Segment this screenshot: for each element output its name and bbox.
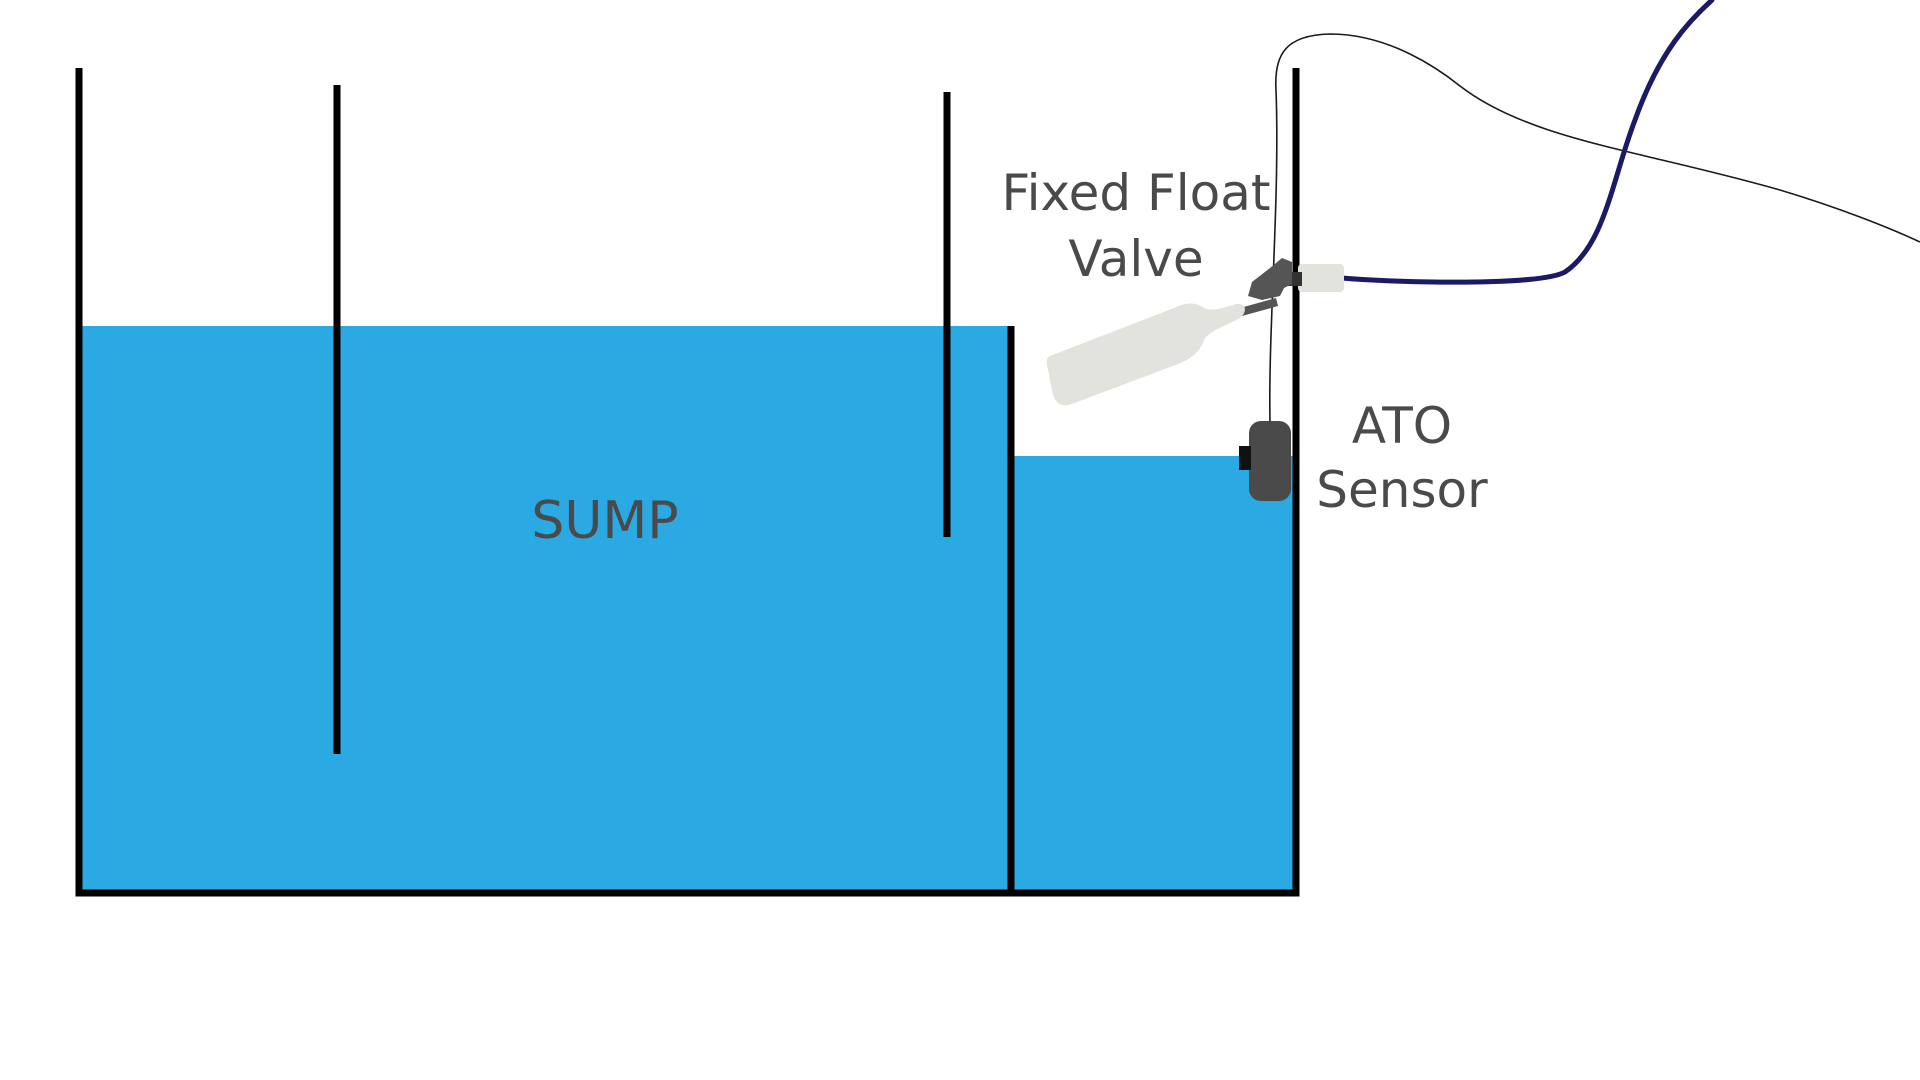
- fixed-float-valve-label-line1: Fixed Float: [1002, 164, 1271, 222]
- sump-tank: [75, 68, 1300, 897]
- ato-sensor-wire: [1268, 33, 1920, 423]
- ato-sensor-body: [1249, 421, 1291, 501]
- ato-chamber-water: [1012, 456, 1295, 891]
- ato-sensor: [1239, 421, 1291, 501]
- valve-arm: [1240, 298, 1278, 316]
- ato-sensor-probe: [1239, 446, 1251, 470]
- sump-label: SUMP: [531, 491, 678, 551]
- ato-sensor-label-line1: ATO: [1352, 397, 1452, 455]
- supply-tubing: [1339, 0, 1715, 285]
- valve-head: [1248, 258, 1292, 300]
- ato-sensor-label-line2: Sensor: [1316, 461, 1488, 519]
- fixed-float-valve: [1046, 258, 1344, 406]
- sump-main-water: [80, 326, 1010, 891]
- float-body: [1046, 303, 1245, 406]
- fixed-float-valve-label-line2: Valve: [1068, 230, 1203, 288]
- valve-bulkhead-fitting: [1298, 264, 1344, 292]
